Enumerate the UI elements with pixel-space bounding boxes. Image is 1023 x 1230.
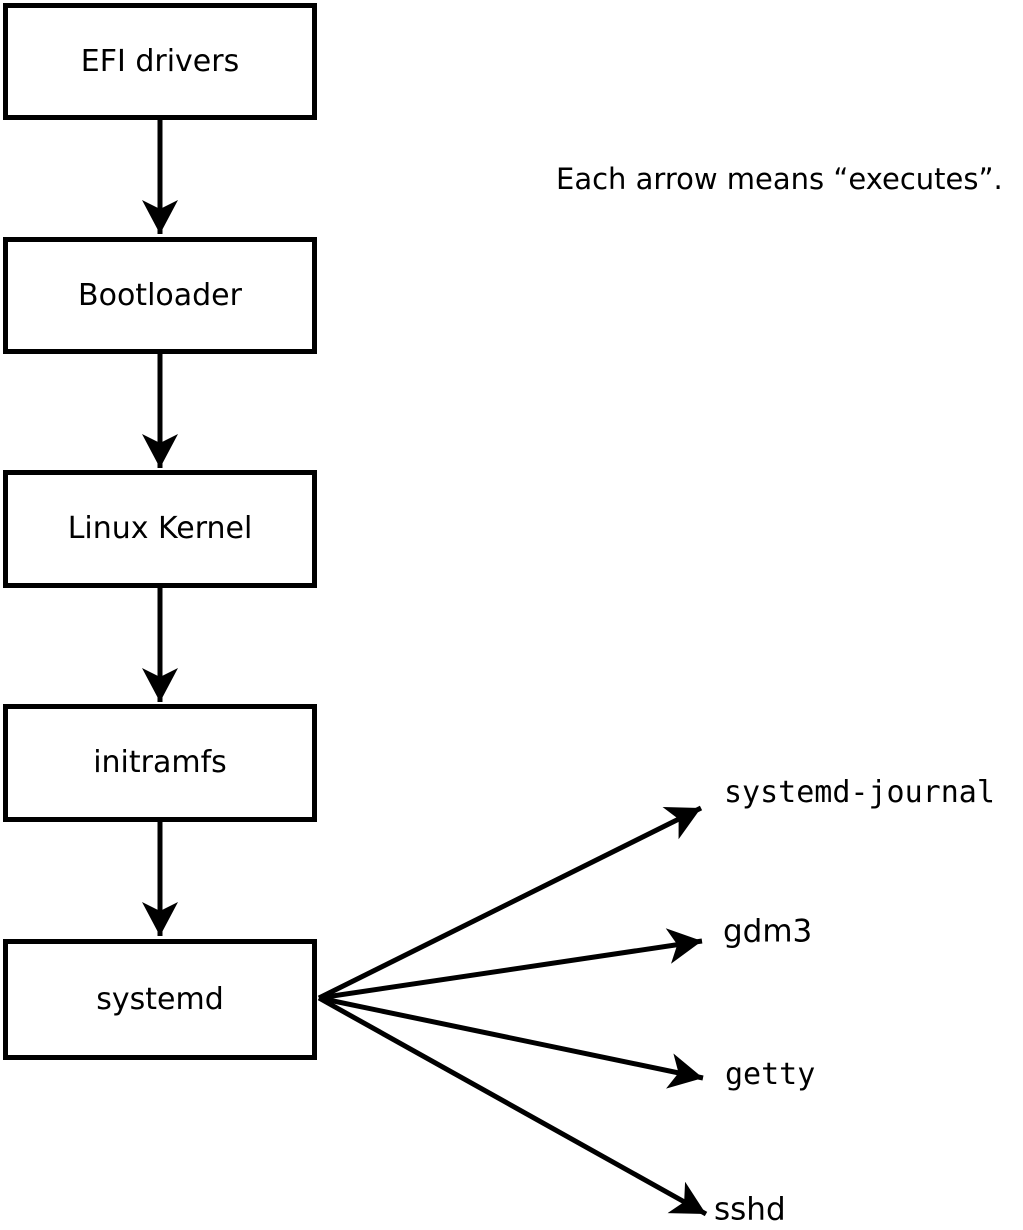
service-label-sshd: sshd (714, 1191, 786, 1228)
arrow-systemd-to-getty (318, 995, 704, 1089)
arrow-systemd-to-journal (317, 805, 703, 1001)
flow-box-initramfs: initramfs (3, 704, 317, 822)
arrow-systemd-to-gdm3 (318, 928, 703, 1001)
service-label-gdm3: gdm3 (723, 913, 813, 950)
flow-box-bootloader: Bootloader (3, 237, 317, 354)
diagram-caption: Each arrow means “executes”. (556, 162, 1003, 196)
flow-box-systemd: systemd (3, 939, 317, 1060)
flow-box-efi-drivers: EFI drivers (3, 3, 317, 120)
service-label-systemd-journal: systemd-journal (724, 775, 995, 810)
arrow-systemd-to-sshd (317, 995, 708, 1217)
service-label-getty: getty (725, 1057, 816, 1092)
flow-box-linux-kernel: Linux Kernel (3, 470, 317, 588)
